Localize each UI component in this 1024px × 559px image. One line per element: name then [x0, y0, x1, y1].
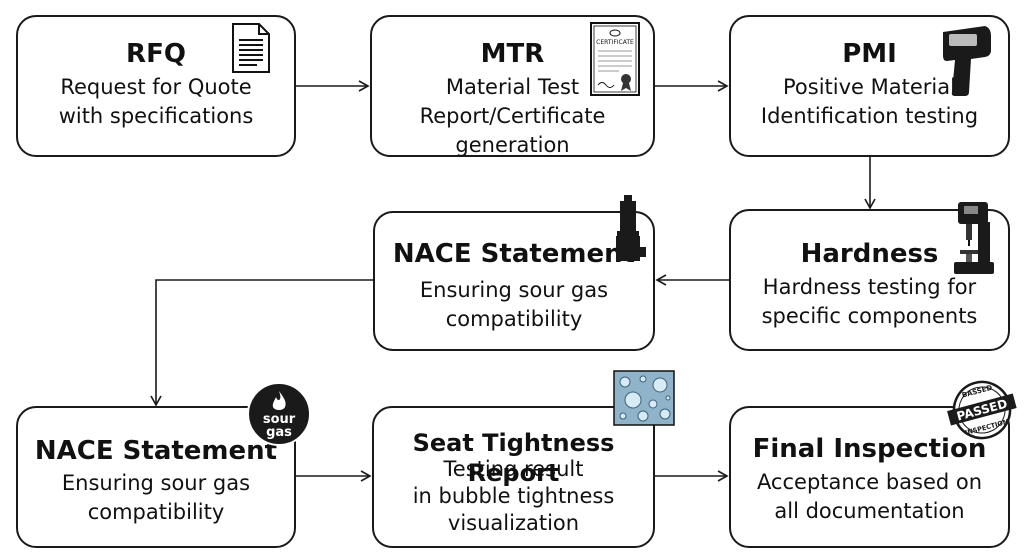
step-title: RFQ: [126, 39, 186, 69]
step-rfq: RFQ Request for Quote with specification…: [16, 15, 296, 157]
step-title: PMI: [842, 39, 897, 69]
step-nace-statement-2: NACE Statement Ensuring sour gas compati…: [16, 406, 296, 548]
step-description: Hardness testing for specific components: [761, 275, 978, 328]
step-title: Seat Tightness Report: [412, 429, 615, 487]
step-description: Material Test Report/Certificate generat…: [419, 75, 606, 157]
step-description: Ensuring sour gas compatibility: [419, 278, 609, 331]
document-icon: [232, 23, 270, 73]
step-description: Ensuring sour gas compatibility: [61, 471, 251, 524]
bubbles-icon: [613, 370, 675, 426]
step-nace-statement: NACE Statement Ensuring sour gas compati…: [373, 211, 655, 351]
step-title: NACE Statement: [392, 239, 636, 269]
certificate-icon-label: CERTIFICATE: [596, 39, 634, 46]
step-description: Testing result in bubble tightness visua…: [412, 457, 615, 535]
step-description: Positive Material Identification testing: [760, 75, 979, 128]
hardness-tester-icon: [954, 202, 994, 274]
step-seat-tightness-report: Seat Tightness Report Testing result in …: [372, 406, 655, 548]
certificate-icon: CERTIFICATE: [590, 22, 640, 96]
step-description: Acceptance based on all documentation: [756, 470, 983, 523]
step-title: Final Inspection: [752, 434, 987, 464]
step-description: Request for Quote with specifications: [58, 75, 254, 128]
step-hardness: Hardness Hardness testing for specific c…: [729, 209, 1010, 351]
sour-gas-badge-line1: sour: [263, 412, 296, 427]
sour-gas-badge-line2: gas: [266, 425, 292, 440]
xrf-analyzer-icon: [943, 26, 991, 96]
step-title: MTR: [480, 39, 545, 69]
step-title: NACE Statement: [34, 436, 278, 466]
passed-stamp-icon: BASSED PASSED INSPECTION: [947, 380, 1017, 440]
sour-gas-badge-icon: sour gas: [247, 382, 311, 446]
step-title: Hardness: [800, 239, 939, 269]
safety-valve-icon: [616, 195, 646, 261]
